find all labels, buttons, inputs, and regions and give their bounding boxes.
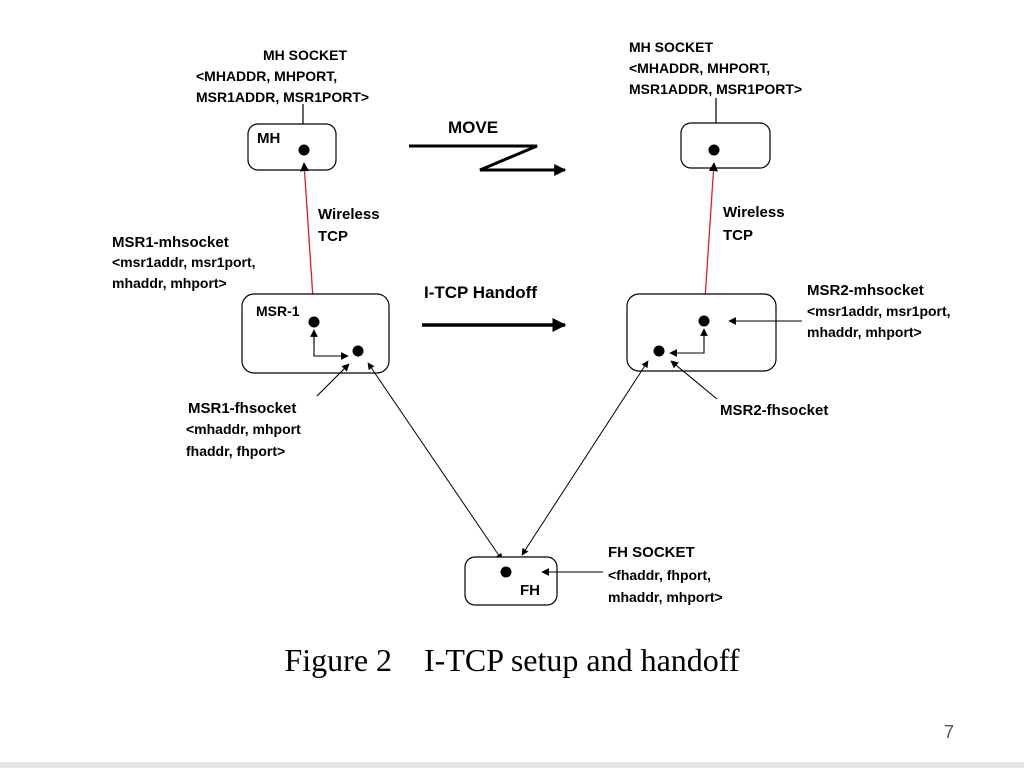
fh-box (464, 556, 558, 606)
msr2-mhsocket-line1: MSR2-mhsocket (807, 282, 924, 299)
msr1-label: MSR-1 (256, 303, 300, 319)
figure-caption: Figure 2 I-TCP setup and handoff (284, 642, 740, 678)
fh-socket-dot (500, 566, 512, 578)
fh-socket-line2: <fhaddr, fhport, (608, 567, 711, 583)
page-number: 7 (944, 722, 955, 742)
mh-socket-right-line1: MH SOCKET (629, 39, 713, 55)
wireless-left-line2: TCP (318, 228, 348, 245)
mh-box-left (247, 123, 337, 171)
wireless-link-right (700, 162, 718, 315)
msr1-mhsocket-line3: mhaddr, mhport> (112, 275, 227, 291)
wireless-link-left (300, 162, 318, 315)
msr1-fhsocket-line2: <mhaddr, mhport (186, 421, 301, 437)
msr2-fhsocket-pointer (670, 360, 718, 400)
handoff-label: I-TCP Handoff (424, 283, 537, 302)
fh-socket-line1: FH SOCKET (608, 544, 695, 561)
fh-label: FH (520, 582, 540, 599)
msr2-fhsocket-label: MSR2-fhsocket (720, 402, 828, 419)
msr1-fhsocket-pointer (316, 363, 350, 397)
mh-box-right (680, 122, 771, 169)
msr1-mhsocket-line2: <msr1addr, msr1port, (112, 254, 256, 270)
msr1-fhsocket-line1: MSR1-fhsocket (188, 400, 296, 417)
bottom-bar (0, 762, 1024, 768)
move-label: MOVE (448, 118, 498, 137)
msr2-fhsocket-dot (653, 345, 665, 357)
msr2-mhsocket-line2: <msr1addr, msr1port, (807, 303, 951, 319)
mh-socket-left-line3: MSR1ADDR, MSR1PORT> (196, 89, 369, 105)
wireless-left-line1: Wireless (318, 206, 380, 223)
msr2-box (626, 293, 777, 372)
wired-link-msr1-fh (367, 362, 503, 561)
msr2-mhsocket-line3: mhaddr, mhport> (807, 324, 922, 340)
mh-socket-left-line1: MH SOCKET (263, 47, 347, 63)
wireless-right-line1: Wireless (723, 204, 785, 221)
wired-link-msr2-fh (521, 360, 649, 556)
mh-socket-right-line2: <MHADDR, MHPORT, (629, 60, 770, 76)
msr2-mhsocket-dot (698, 315, 710, 327)
fh-socket-line3: mhaddr, mhport> (608, 589, 723, 605)
mh-socket-dot-left (298, 144, 310, 156)
move-arrow (409, 144, 567, 176)
msr1-fhsocket-dot (352, 345, 364, 357)
msr1-mhsocket-line1: MSR1-mhsocket (112, 234, 229, 251)
mh-socket-dot-right (708, 144, 720, 156)
mh-label-left: MH (257, 130, 280, 147)
wireless-right-line2: TCP (723, 227, 753, 244)
mh-socket-right-line3: MSR1ADDR, MSR1PORT> (629, 81, 802, 97)
msr1-mhsocket-dot (308, 316, 320, 328)
mh-socket-left-line2: <MHADDR, MHPORT, (196, 68, 337, 84)
msr1-fhsocket-line3: fhaddr, fhport> (186, 443, 285, 459)
